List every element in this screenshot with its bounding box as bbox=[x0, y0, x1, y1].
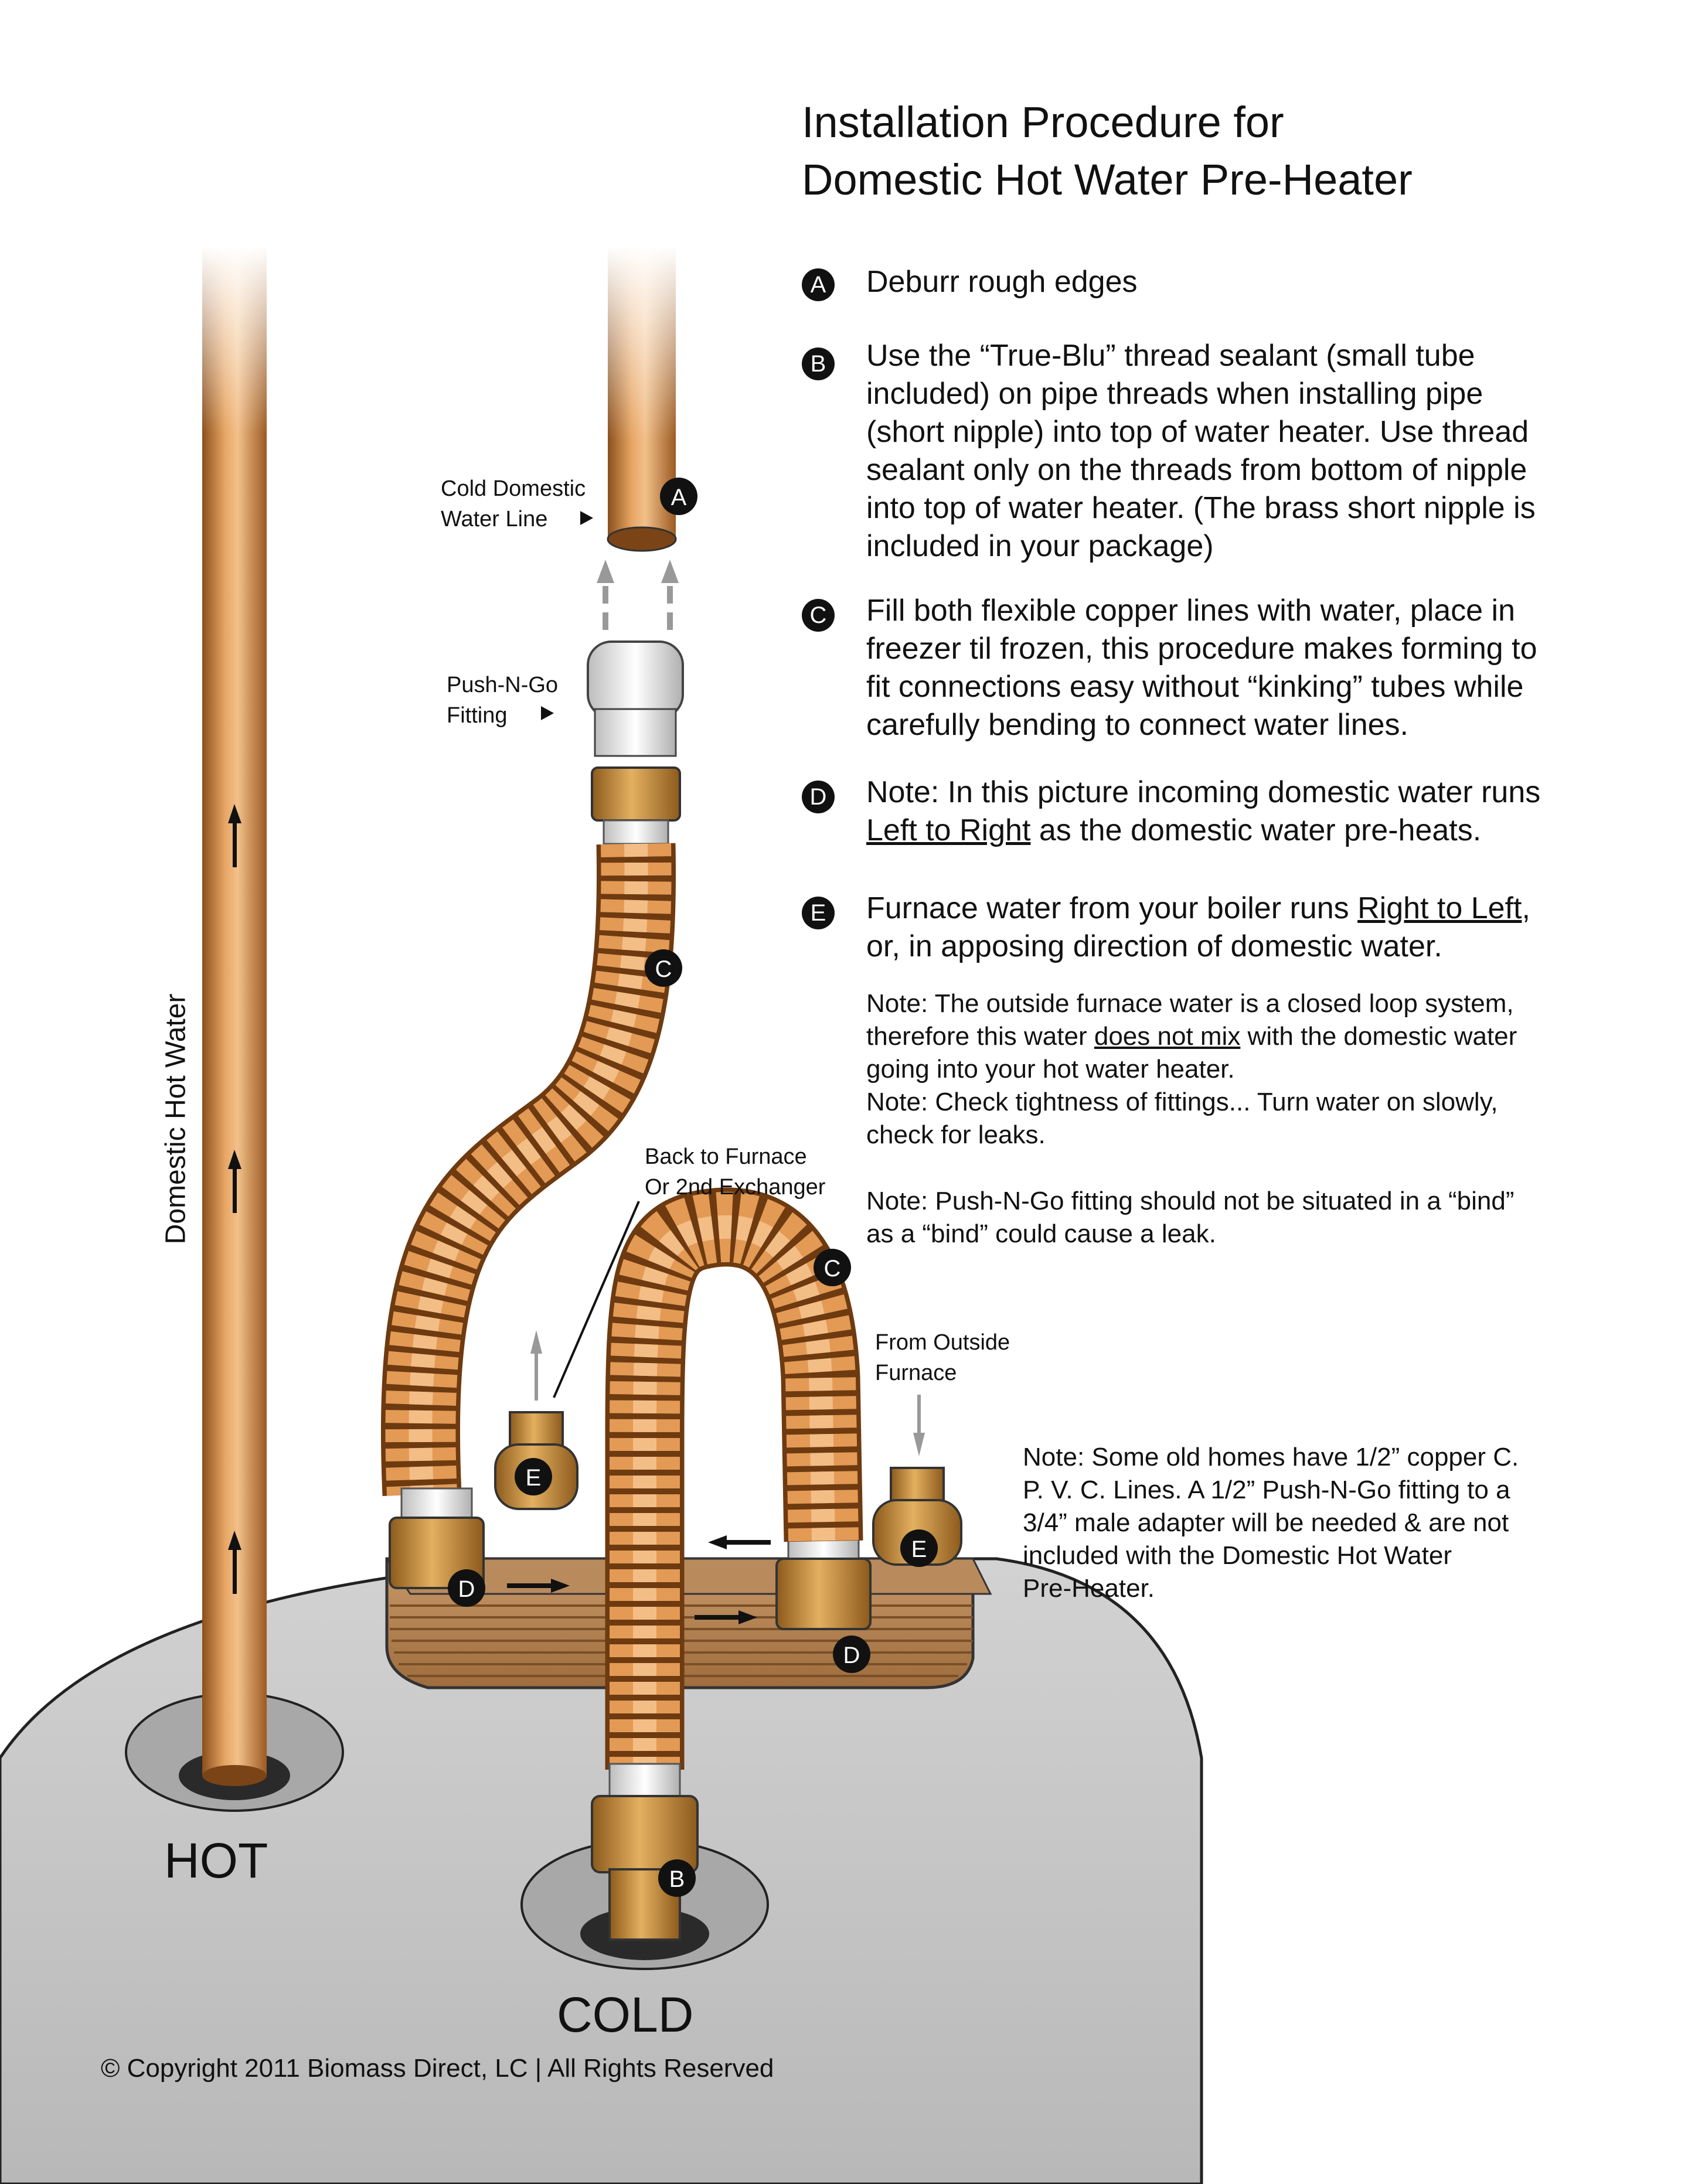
underline-does-not-mix: does not mix bbox=[1094, 1022, 1241, 1051]
dashed-arrows bbox=[597, 560, 679, 630]
label-line: Furnace bbox=[875, 1361, 957, 1385]
callout-c2: C bbox=[824, 1256, 841, 1282]
underline-right-to-left: Right to Left bbox=[1357, 891, 1522, 925]
label-line: Water Line bbox=[441, 507, 548, 531]
callout-c1: C bbox=[655, 956, 672, 982]
step-a-text: Deburr rough edges bbox=[866, 265, 1138, 299]
title-line-1: Installation Procedure for bbox=[802, 98, 1284, 146]
note-closed-loop: Note: The outside furnace water is a clo… bbox=[866, 987, 1646, 1151]
step-b-line: into top of water heater. (The brass sho… bbox=[866, 491, 1536, 525]
note-old-homes: Note: Some old homes have 1/2” copper C.… bbox=[1023, 1441, 1609, 1605]
note-line: 3/4” male adapter will be needed & are n… bbox=[1023, 1508, 1509, 1537]
label-push-n-go: Push-N-Go Fitting bbox=[447, 670, 558, 731]
note-line: Note: Push-N-Go fitting should not be si… bbox=[866, 1187, 1515, 1215]
note-line: included with the Domestic Hot Water bbox=[1023, 1541, 1452, 1570]
callout-b: B bbox=[669, 1866, 685, 1892]
step-c-line: fit connections easy without “kinking” t… bbox=[866, 670, 1524, 704]
step-d-rest: as the domestic water pre-heats. bbox=[1030, 813, 1482, 847]
callout-e1: E bbox=[526, 1465, 542, 1491]
step-d-line: Left to Right as the domestic water pre-… bbox=[866, 812, 1628, 850]
label-cold-domestic: Cold Domestic Water Line bbox=[441, 473, 586, 534]
callout-badges: A B C C D D E E bbox=[448, 478, 938, 1897]
note-pre: therefore this water bbox=[866, 1022, 1094, 1051]
note-line: going into your hot water heater. bbox=[866, 1055, 1235, 1084]
label-domestic-hot-water: Domestic Hot Water bbox=[160, 993, 192, 1245]
note-line: Note: Some old homes have 1/2” copper C. bbox=[1023, 1443, 1519, 1471]
label-from-outside: From Outside Furnace bbox=[875, 1327, 1010, 1388]
callout-d1: D bbox=[458, 1576, 475, 1602]
callout-d2: D bbox=[843, 1643, 860, 1668]
step-badge-e: E bbox=[802, 897, 835, 929]
note-post: with the domestic water bbox=[1240, 1022, 1517, 1051]
step-c-line: freezer til frozen, this procedure makes… bbox=[866, 632, 1537, 666]
hot-water-pipe bbox=[193, 246, 275, 1786]
note-line: therefore this water does not mix with t… bbox=[866, 1020, 1646, 1053]
step-b-line: included in your package) bbox=[866, 529, 1214, 563]
label-hot: HOT bbox=[164, 1833, 268, 1888]
step-c-line: Fill both flexible copper lines with wat… bbox=[866, 594, 1516, 628]
step-badge-a: A bbox=[802, 268, 835, 301]
label-back-to-furnace: Back to Furnace Or 2nd Exchanger bbox=[645, 1142, 825, 1202]
note-line: check for leaks. bbox=[866, 1120, 1046, 1149]
step-badge-b: B bbox=[802, 347, 835, 380]
step-badge-d: D bbox=[802, 781, 835, 813]
step-d-text: Note: In this picture incoming domestic … bbox=[866, 774, 1628, 850]
note-line: Note: Check tightness of fittings... Tur… bbox=[866, 1088, 1498, 1116]
step-e-line: Furnace water from your boiler runs Righ… bbox=[866, 890, 1628, 928]
label-line: Or 2nd Exchanger bbox=[645, 1175, 826, 1200]
step-e-pre: Furnace water from your boiler runs bbox=[866, 891, 1358, 925]
callout-a: A bbox=[671, 485, 687, 510]
leader-lines bbox=[530, 1201, 925, 1456]
copyright: © Copyright 2011 Biomass Direct, LC | Al… bbox=[101, 2054, 774, 2083]
note-line: Note: The outside furnace water is a clo… bbox=[866, 989, 1514, 1018]
cold-inlet-fittings bbox=[591, 1763, 699, 1941]
note-line: as a “bind” could cause a leak. bbox=[866, 1219, 1216, 1248]
step-e-text: Furnace water from your boiler runs Righ… bbox=[866, 890, 1628, 966]
fitting-right bbox=[775, 1528, 872, 1630]
step-b-line: Use the “True-Blu” thread sealant (small… bbox=[866, 339, 1475, 373]
step-b-line: included) on pipe threads when installin… bbox=[866, 377, 1483, 411]
label-line: Fitting bbox=[447, 703, 508, 728]
corrugated-line-left bbox=[381, 843, 676, 1496]
step-badge-c: C bbox=[802, 599, 835, 632]
pointer-triangles bbox=[541, 511, 593, 720]
step-e-post: , bbox=[1522, 891, 1530, 925]
step-e-line: or, in apposing direction of domestic wa… bbox=[866, 929, 1442, 963]
page-title: Installation Procedure for Domestic Hot … bbox=[802, 94, 1622, 209]
plate-flow-arrows bbox=[507, 1535, 771, 1624]
title-line-2: Domestic Hot Water Pre-Heater bbox=[802, 155, 1413, 204]
label-cold: COLD bbox=[557, 1987, 694, 2042]
step-c-line: carefully bending to connect water lines… bbox=[866, 708, 1408, 742]
note-bind: Note: Push-N-Go fitting should not be si… bbox=[866, 1185, 1646, 1251]
step-b-line: (short nipple) into top of water heater.… bbox=[866, 415, 1529, 449]
brass-nut-top bbox=[591, 766, 681, 845]
label-line: Back to Furnace bbox=[645, 1144, 807, 1169]
note-line: Pre-Heater. bbox=[1023, 1574, 1155, 1603]
step-c-text: Fill both flexible copper lines with wat… bbox=[866, 592, 1628, 744]
label-line: Push-N-Go bbox=[447, 673, 559, 697]
step-b-line: sealant only on the threads from bottom … bbox=[866, 453, 1527, 487]
push-n-go-fitting bbox=[587, 640, 684, 757]
flow-arrows-up bbox=[228, 804, 241, 1594]
label-line: From Outside bbox=[875, 1330, 1010, 1355]
corrugated-line-loop bbox=[605, 1187, 863, 1770]
callout-e2: E bbox=[911, 1536, 927, 1562]
underline-left-to-right: Left to Right bbox=[866, 813, 1031, 847]
step-d-line: Note: In this picture incoming domestic … bbox=[866, 775, 1541, 809]
note-line: P. V. C. Lines. A 1/2” Push-N-Go fitting… bbox=[1023, 1476, 1510, 1504]
step-b-text: Use the “True-Blu” thread sealant (small… bbox=[866, 337, 1628, 565]
label-line: Cold Domestic bbox=[441, 476, 586, 501]
